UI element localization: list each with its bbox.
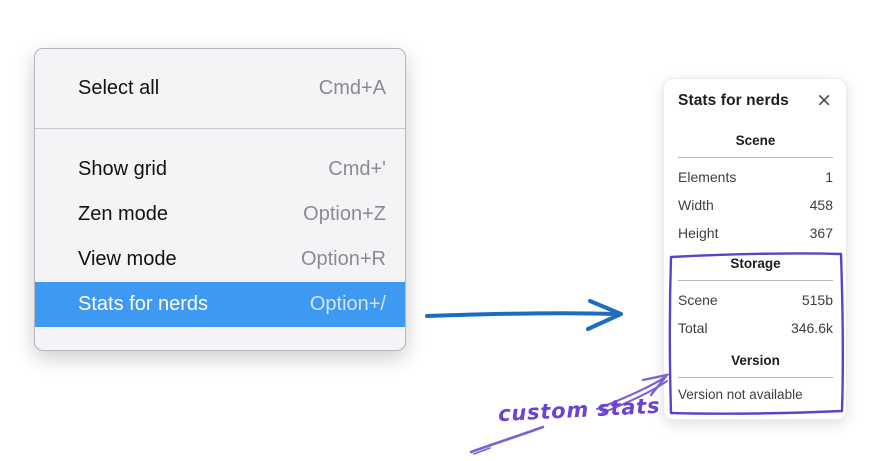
menu-item-label: Zen mode <box>78 203 169 225</box>
stat-row: Elements 1 <box>678 163 833 191</box>
menu-item-shortcut: Option+/ <box>309 293 386 315</box>
menu-item-label: Select all <box>78 77 160 99</box>
stat-row: Total 346.6k <box>678 314 833 342</box>
stats-panel-title: Stats for nerds <box>678 91 789 109</box>
menu-item-label: Stats for nerds <box>78 293 209 315</box>
stat-value: 515b <box>801 292 833 308</box>
stat-value: 346.6k <box>790 320 833 336</box>
annotation-underline <box>469 425 545 454</box>
stats-panel: Stats for nerds × Scene Elements 1 Width… <box>663 78 847 420</box>
stat-label: Width <box>678 197 714 213</box>
stat-label: Elements <box>678 169 737 185</box>
section-heading: Storage <box>730 256 781 271</box>
menu-item-shortcut: Cmd+' <box>328 158 386 180</box>
version-note: Version not available <box>678 387 803 402</box>
stats-panel-header: Stats for nerds × <box>678 91 833 110</box>
menu-item-shortcut: Cmd+A <box>318 77 386 99</box>
menu-item-zen-mode[interactable]: Zen mode Option+Z <box>35 192 405 237</box>
flow-arrow-head <box>586 299 623 331</box>
context-menu: Select all Cmd+A Show grid Cmd+' Zen mod… <box>34 48 406 351</box>
stat-value: 367 <box>809 225 833 241</box>
section-divider <box>678 377 833 378</box>
stats-section-version: Version Version not available <box>678 353 833 402</box>
stats-section-storage: Storage Scene 515b Total 346.6k <box>678 256 833 342</box>
flow-arrow-head-extra <box>593 316 614 327</box>
menu-item-label: Show grid <box>78 158 167 180</box>
menu-item-select-all[interactable]: Select all Cmd+A <box>35 66 405 111</box>
stat-row: Width 458 <box>678 191 833 219</box>
menu-group: Select all Cmd+A <box>35 49 405 128</box>
menu-divider <box>35 128 405 129</box>
menu-item-view-mode[interactable]: View mode Option+R <box>35 237 405 282</box>
menu-item-label: View mode <box>78 248 177 270</box>
close-icon[interactable]: × <box>816 89 832 111</box>
menu-item-shortcut: Option+Z <box>303 203 386 225</box>
section-heading: Scene <box>735 133 776 148</box>
stat-row: Scene 515b <box>678 286 833 314</box>
section-divider <box>678 157 833 158</box>
menu-item-shortcut: Option+R <box>300 248 386 270</box>
custom-stats-label: custom stats <box>497 393 661 427</box>
stat-label: Height <box>678 225 719 241</box>
stat-value: 1 <box>825 169 833 185</box>
stat-row: Height 367 <box>678 219 833 247</box>
annotation-underline2 <box>473 447 491 455</box>
menu-item-show-grid[interactable]: Show grid Cmd+' <box>35 147 405 192</box>
stat-label: Scene <box>678 292 718 308</box>
stats-section-scene: Scene Elements 1 Width 458 Height 367 <box>678 133 833 247</box>
flow-arrow-shaft <box>425 311 619 318</box>
stat-value: 458 <box>809 197 833 213</box>
section-heading: Version <box>731 353 780 368</box>
stat-label: Total <box>678 320 708 336</box>
flow-arrow <box>425 299 623 331</box>
menu-item-stats-for-nerds[interactable]: Stats for nerds Option+/ <box>35 282 405 327</box>
section-divider <box>678 280 833 281</box>
menu-group: Show grid Cmd+' Zen mode Option+Z View m… <box>35 129 405 350</box>
